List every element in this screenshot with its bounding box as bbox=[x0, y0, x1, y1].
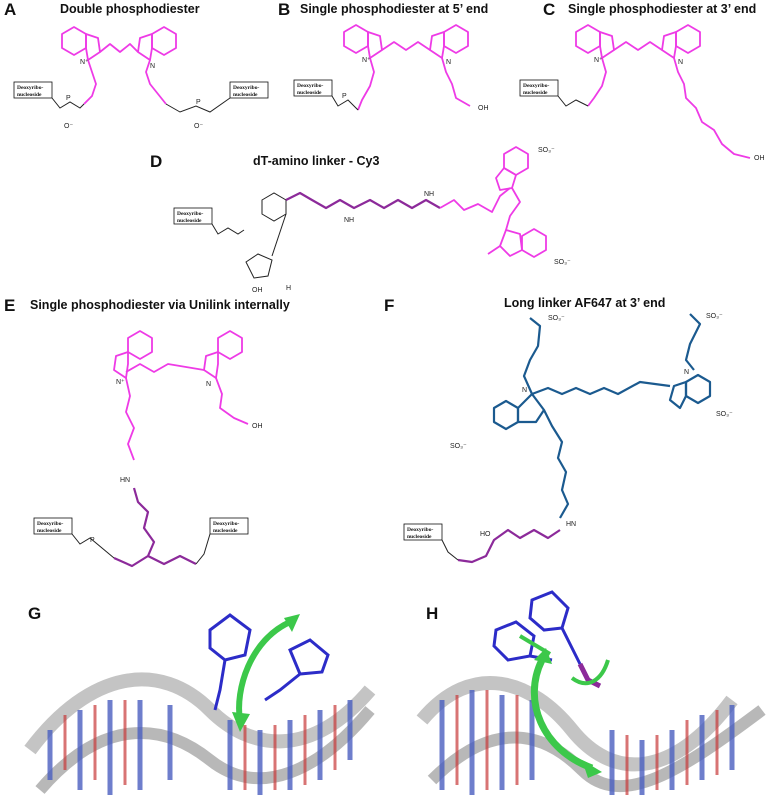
atom-p-a-right: P bbox=[196, 99, 201, 106]
atom-nplus-b: N⁺ bbox=[362, 57, 371, 64]
panel-title-a: Double phosphodiester bbox=[60, 2, 200, 16]
nucleoside-line1-a-left: Deoxyribo- bbox=[17, 85, 43, 91]
atom-nplus-e: N⁺ bbox=[116, 379, 125, 386]
nucleoside-line2-a-left: nucleoside bbox=[17, 92, 42, 98]
atom-ominus-a-right: O⁻ bbox=[194, 123, 203, 130]
motion-arrow-g bbox=[232, 614, 300, 732]
panel-letter-b: B bbox=[278, 0, 291, 19]
panel-letter-e: E bbox=[4, 296, 16, 315]
nucleoside-box-e-right bbox=[209, 517, 249, 535]
nucleoside-line2-d: nucleoside bbox=[177, 218, 202, 224]
atom-so3-f-top-right: SO₃⁻ bbox=[706, 313, 723, 320]
structure-f: SO₃⁻ SO₃⁻ SO₃⁻ SO₃⁻ N N HN HO Deoxyribo-… bbox=[403, 313, 733, 564]
nucleoside-box-f bbox=[403, 523, 443, 541]
af647-dye-f bbox=[492, 313, 712, 519]
nucleoside-line2-a-right: nucleoside bbox=[233, 92, 258, 98]
atom-nh-d-right: NH bbox=[424, 191, 434, 198]
panel-title-c: Single phosphodiester at 3’ end bbox=[568, 2, 757, 16]
panel-letter-f: F bbox=[384, 296, 395, 315]
atom-nplus-c: N⁺ bbox=[594, 57, 603, 64]
nucleoside-box-a-left bbox=[13, 81, 53, 99]
unilink-linker-e bbox=[113, 487, 197, 568]
dye-3d-g bbox=[208, 613, 330, 711]
structure-e: N⁺ N OH HN Deoxyribo- nucleoside P Deoxy… bbox=[33, 330, 263, 568]
atom-hn-f: HN bbox=[566, 521, 576, 528]
structure-a: N⁺ N Deoxyribo- nucleoside P O⁻ Deoxyrib… bbox=[13, 26, 269, 130]
atom-p-e-left: P bbox=[90, 537, 95, 544]
nucleoside-line1-f: Deoxyribo- bbox=[407, 527, 433, 533]
atom-p-b: P bbox=[342, 93, 347, 100]
atom-n-a: N bbox=[150, 63, 155, 70]
atom-ominus-a-left: O⁻ bbox=[64, 123, 73, 130]
nucleoside-line2-e-left: nucleoside bbox=[37, 528, 62, 534]
dye-3d-h bbox=[492, 590, 602, 689]
nucleoside-box-c bbox=[519, 79, 559, 97]
cy3-dye-c bbox=[575, 24, 751, 159]
atom-n-f: N bbox=[684, 369, 689, 376]
dna-helix-h bbox=[416, 676, 766, 795]
motion-arrows-h bbox=[518, 634, 610, 778]
atom-n-b: N bbox=[446, 59, 451, 66]
atom-oh-e: OH bbox=[252, 423, 263, 430]
panel-letter-a: A bbox=[4, 0, 17, 19]
nucleoside-line2-e-right: nucleoside bbox=[213, 528, 238, 534]
panel-title-f: Long linker AF647 at 3’ end bbox=[504, 296, 666, 310]
nucleoside-box-b bbox=[293, 79, 333, 97]
atom-nh-d-left: NH bbox=[344, 217, 354, 224]
nucleoside-line1-a-right: Deoxyribo- bbox=[233, 85, 259, 91]
panel-letter-d: D bbox=[150, 152, 163, 171]
nucleoside-line1-e-left: Deoxyribo- bbox=[37, 521, 63, 527]
atom-nplus-a: N⁺ bbox=[80, 59, 89, 66]
cy3-dye-e bbox=[113, 330, 249, 461]
atom-oh-d: OH bbox=[252, 287, 263, 294]
panel-letter-h: H bbox=[426, 604, 439, 623]
atom-n-e: N bbox=[206, 381, 211, 388]
thymidine-d bbox=[211, 192, 287, 279]
nucleoside-box-d bbox=[173, 207, 213, 225]
atom-oh-c: OH bbox=[754, 155, 765, 162]
nucleoside-box-e-left bbox=[33, 517, 73, 535]
panel-title-d: dT-amino linker - Cy3 bbox=[253, 154, 380, 168]
atom-h-d: H bbox=[286, 285, 291, 292]
atom-p-a-left: P bbox=[66, 95, 71, 102]
panel-title-b: Single phosphodiester at 5’ end bbox=[300, 2, 489, 16]
atom-ho-f: HO bbox=[480, 531, 491, 538]
atom-n-c: N bbox=[678, 59, 683, 66]
nucleoside-line1-e-right: Deoxyribo- bbox=[213, 521, 239, 527]
panel-title-e: Single phosphodiester via Unilink intern… bbox=[30, 298, 290, 312]
structure-b: N⁺ N OH Deoxyribo- nucleoside P bbox=[293, 24, 489, 112]
atom-so3-d-top: SO₃⁻ bbox=[538, 147, 555, 154]
atom-so3-d-bottom: SO₃⁻ bbox=[554, 259, 571, 266]
dna-helix-g bbox=[24, 672, 376, 795]
dna-model-g bbox=[24, 613, 376, 795]
nucleoside-line1-b: Deoxyribo- bbox=[297, 83, 323, 89]
atom-so3-f-bottom-right: SO₃⁻ bbox=[716, 411, 733, 418]
dna-model-h bbox=[416, 590, 766, 795]
atom-so3-f-top-left: SO₃⁻ bbox=[548, 315, 565, 322]
cy3-dye-b bbox=[343, 24, 471, 111]
atom-nplus-f: N bbox=[522, 387, 527, 394]
cy3-dye-a bbox=[61, 26, 177, 105]
nucleoside-box-a-right bbox=[229, 81, 269, 99]
atom-hn-e: HN bbox=[120, 477, 130, 484]
atom-oh-b: OH bbox=[478, 105, 489, 112]
structure-c: N⁺ N OH Deoxyribo- nucleoside bbox=[519, 24, 765, 162]
long-linker-f bbox=[457, 528, 561, 564]
nucleoside-line2-f: nucleoside bbox=[407, 534, 432, 540]
nucleoside-line1-d: Deoxyribo- bbox=[177, 211, 203, 217]
panel-letter-g: G bbox=[28, 604, 42, 623]
nucleoside-line1-c: Deoxyribo- bbox=[523, 83, 549, 89]
amino-linker-d bbox=[285, 191, 441, 210]
atom-so3-f-bottom-left: SO₃⁻ bbox=[450, 443, 467, 450]
structure-d: Deoxyribo- nucleoside OH H NH NH SO₃⁻ SO… bbox=[173, 146, 571, 294]
nucleoside-line2-b: nucleoside bbox=[297, 90, 322, 96]
nucleoside-line2-c: nucleoside bbox=[523, 90, 548, 96]
panel-letter-c: C bbox=[543, 0, 556, 19]
cy3-dye-d bbox=[439, 146, 547, 258]
